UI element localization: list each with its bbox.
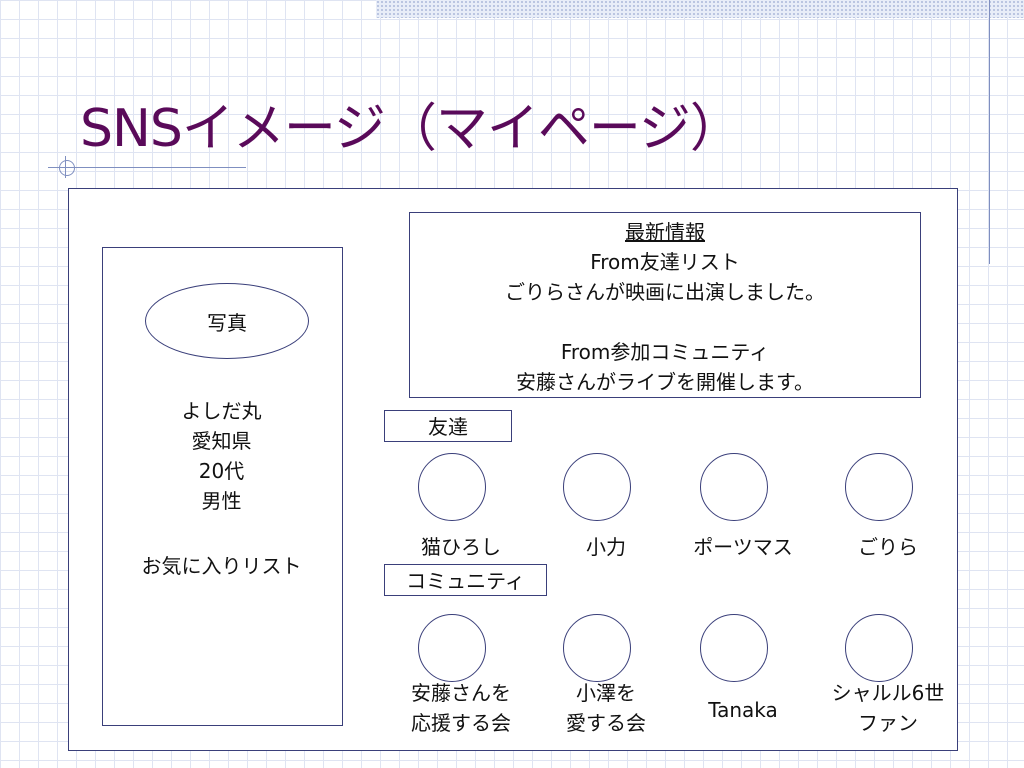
community-avatar[interactable] xyxy=(845,614,913,682)
community-name-line: 愛する会 xyxy=(566,711,646,735)
slide-title: SNSイメージ（マイページ） xyxy=(80,99,742,159)
profile-photo-label: 写真 xyxy=(207,310,247,335)
community-section-label: コミュニティ xyxy=(384,564,547,596)
community-name[interactable]: 安藤さんを 応援する会 xyxy=(386,678,536,738)
header-decoration-band xyxy=(376,0,1024,18)
community-name-line: シャルル6世 xyxy=(831,681,945,705)
title-crosshair-ring xyxy=(59,160,75,176)
friend-avatar[interactable] xyxy=(700,453,768,521)
community-avatar[interactable] xyxy=(563,614,631,682)
news-item-source: From友達リスト xyxy=(590,250,740,274)
news-heading: 最新情報 xyxy=(625,220,705,244)
community-name[interactable]: Tanaka xyxy=(668,695,818,725)
profile-age: 20代 xyxy=(198,459,245,483)
community-name-line: 安藤さんを xyxy=(411,681,511,705)
community-name[interactable]: 小澤を 愛する会 xyxy=(531,678,681,738)
favorites-list-link[interactable]: お気に入りリスト xyxy=(141,554,302,578)
friend-name[interactable]: ポーツマス xyxy=(693,535,793,559)
friend-name[interactable]: 小力 xyxy=(586,535,626,559)
profile-gender: 男性 xyxy=(201,489,242,513)
title-underline xyxy=(48,167,246,168)
header-decoration-rule xyxy=(989,0,990,264)
news-spacer xyxy=(410,307,920,337)
community-avatar[interactable] xyxy=(700,614,768,682)
community-name-line: Tanaka xyxy=(708,698,778,722)
community-name[interactable]: シャルル6世 ファン xyxy=(813,678,963,738)
community-name-line: ファン xyxy=(858,711,918,735)
profile-prefecture: 愛知県 xyxy=(191,429,252,453)
news-item-message[interactable]: 安藤さんがライブを開催します。 xyxy=(516,370,814,394)
friend-avatar[interactable] xyxy=(845,453,913,521)
community-avatar[interactable] xyxy=(418,614,486,682)
friend-name[interactable]: 猫ひろし xyxy=(421,535,501,559)
friend-name[interactable]: ごりら xyxy=(858,535,918,559)
friend-avatar[interactable] xyxy=(563,453,631,521)
community-name-line: 小澤を xyxy=(576,681,636,705)
community-name-line: 応援する会 xyxy=(411,711,511,735)
friend-avatar[interactable] xyxy=(418,453,486,521)
profile-details: よしだ丸 愛知県 20代 男性 xyxy=(102,396,341,516)
friends-section-label: 友達 xyxy=(384,410,512,442)
news-item-source: From参加コミュニティ xyxy=(560,340,770,364)
profile-photo[interactable]: 写真 xyxy=(145,283,309,359)
news-feed: 最新情報 From友達リスト ごりらさんが映画に出演しました。 From参加コミ… xyxy=(409,212,921,398)
news-item-message[interactable]: ごりらさんが映画に出演しました。 xyxy=(505,280,825,304)
profile-name: よしだ丸 xyxy=(181,399,262,423)
